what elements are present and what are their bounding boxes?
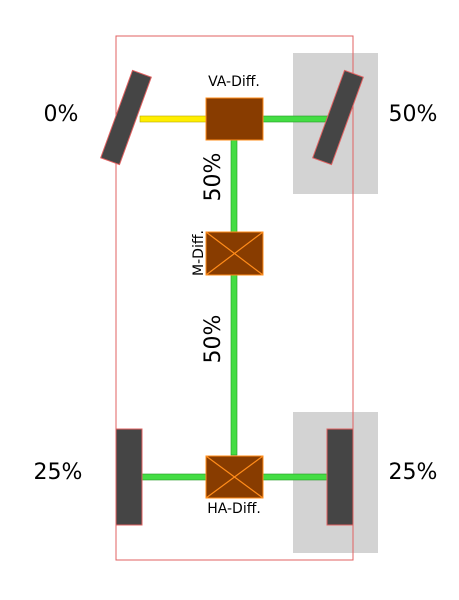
front-right-torque: 50% bbox=[389, 102, 438, 127]
front-right-halfshaft bbox=[261, 115, 329, 123]
center-diff-label: M-Diff. bbox=[191, 230, 207, 276]
front-diff-label: VA-Diff. bbox=[208, 74, 260, 90]
chassis-outline bbox=[115, 35, 354, 561]
front-right-wheel bbox=[312, 69, 364, 166]
rear-left-torque: 25% bbox=[34, 460, 83, 485]
rear-propshaft bbox=[230, 274, 238, 456]
rear-diff-label: HA-Diff. bbox=[207, 501, 261, 517]
rear-left-wheel bbox=[115, 428, 143, 526]
rear-left-halfshaft bbox=[139, 473, 209, 481]
center-torque-rear: 50% bbox=[201, 315, 226, 364]
rear-right-wheel bbox=[326, 428, 354, 526]
rear-right-halfshaft bbox=[261, 473, 329, 481]
rear-right-torque: 25% bbox=[389, 460, 438, 485]
rear-differential bbox=[205, 455, 264, 499]
front-left-torque: 0% bbox=[44, 102, 79, 127]
front-left-halfshaft bbox=[139, 115, 209, 123]
center-torque-front: 50% bbox=[201, 153, 226, 202]
front-left-wheel bbox=[100, 69, 152, 166]
front-propshaft bbox=[230, 139, 238, 233]
center-differential bbox=[205, 231, 264, 276]
front-differential bbox=[205, 97, 264, 141]
